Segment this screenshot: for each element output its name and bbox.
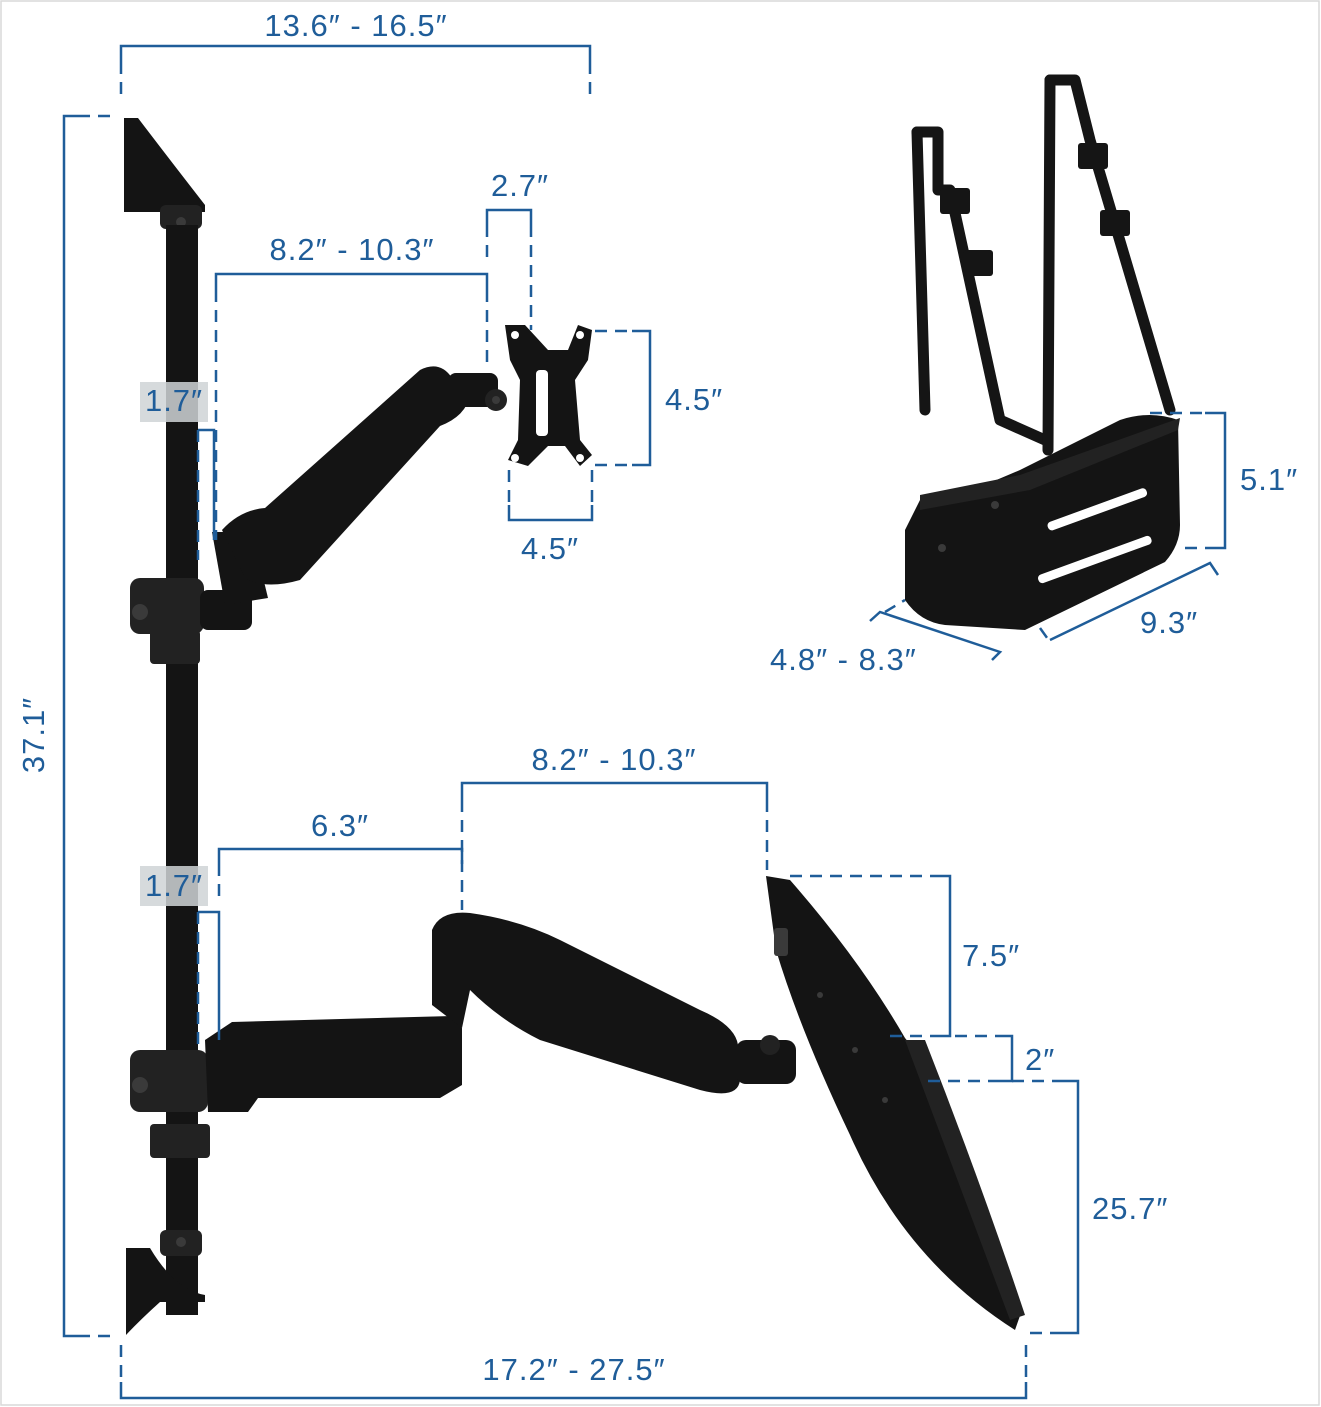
dimension-vesa-width bbox=[507, 470, 594, 522]
cpu-cradle-body bbox=[905, 415, 1180, 630]
keyboard-gas-spring-arm bbox=[432, 912, 740, 1094]
dimension-bottom-width bbox=[119, 1345, 1028, 1400]
keyboard-tray-surface bbox=[766, 876, 1022, 1330]
cpu-holder bbox=[905, 74, 1180, 630]
dimension-cpu-length bbox=[1038, 561, 1220, 643]
label-monitor-clamp: 1.7″ bbox=[145, 383, 203, 418]
dimension-tray-lip bbox=[928, 1034, 1014, 1083]
dimension-keyboard-first-arm bbox=[217, 847, 464, 900]
label-cpu-width: 4.8″ - 8.3″ bbox=[770, 642, 917, 677]
label-cpu-height: 5.1″ bbox=[1240, 462, 1298, 497]
label-monitor-arm-reach: 8.2″ - 10.3″ bbox=[270, 232, 435, 267]
keyboard-tray bbox=[766, 876, 1025, 1330]
dimension-keyboard-arm-reach bbox=[460, 781, 769, 910]
keyboard-first-arm bbox=[205, 1016, 462, 1112]
keyboard-arm bbox=[130, 912, 796, 1112]
label-vesa-offset: 2.7″ bbox=[491, 168, 549, 203]
dimension-keyboard-clamp bbox=[196, 910, 221, 1050]
label-tray-depth: 25.7″ bbox=[1092, 1191, 1168, 1226]
label-tray-top-height: 7.5″ bbox=[962, 938, 1020, 973]
monitor-arm-clamp bbox=[130, 578, 204, 634]
dimension-monitor-clamp bbox=[196, 428, 216, 560]
label-keyboard-clamp: 1.7″ bbox=[145, 868, 203, 903]
label-bottom-width: 17.2″ - 27.5″ bbox=[482, 1352, 665, 1387]
pole-collar-upper bbox=[150, 630, 200, 664]
top-wall-bracket bbox=[124, 118, 205, 212]
dimension-cpu-height bbox=[1150, 411, 1227, 550]
monitor-clamp-label-backdrop bbox=[140, 382, 208, 422]
cpu-strap-front bbox=[911, 126, 1051, 446]
monitor-gas-spring-arm bbox=[222, 366, 470, 585]
pole-collar-lower bbox=[150, 1124, 210, 1158]
keyboard-arm-clamp bbox=[130, 1050, 208, 1112]
dimension-cpu-width bbox=[869, 598, 1003, 661]
strap-buckle bbox=[940, 188, 970, 214]
dimension-tray-top-height bbox=[790, 874, 952, 1038]
label-total-height: 37.1″ bbox=[16, 697, 51, 773]
label-tray-lip: 2″ bbox=[1025, 1042, 1055, 1077]
keyboard-clamp-label-backdrop bbox=[140, 866, 208, 906]
dimension-monitor-arm-reach bbox=[214, 272, 489, 540]
dimension-vesa-offset bbox=[485, 208, 533, 330]
wall-pole bbox=[124, 118, 210, 1335]
label-top-width: 13.6″ - 16.5″ bbox=[264, 8, 447, 43]
label-keyboard-arm-reach: 8.2″ - 10.3″ bbox=[532, 742, 697, 777]
monitor-arm bbox=[130, 366, 507, 634]
mouse-tray-lip bbox=[905, 1040, 1025, 1320]
dimension-total-height bbox=[62, 114, 116, 1338]
dimension-top-width bbox=[119, 44, 592, 100]
dimension-vesa-height bbox=[595, 329, 652, 467]
bottom-wall-bracket bbox=[126, 1248, 205, 1335]
vesa-plate bbox=[505, 325, 592, 466]
label-cpu-length: 9.3″ bbox=[1140, 605, 1198, 640]
label-vesa-width: 4.5″ bbox=[521, 531, 579, 566]
label-keyboard-first-arm: 6.3″ bbox=[311, 808, 369, 843]
label-vesa-height: 4.5″ bbox=[665, 382, 723, 417]
dimension-tray-depth bbox=[1012, 1079, 1080, 1335]
